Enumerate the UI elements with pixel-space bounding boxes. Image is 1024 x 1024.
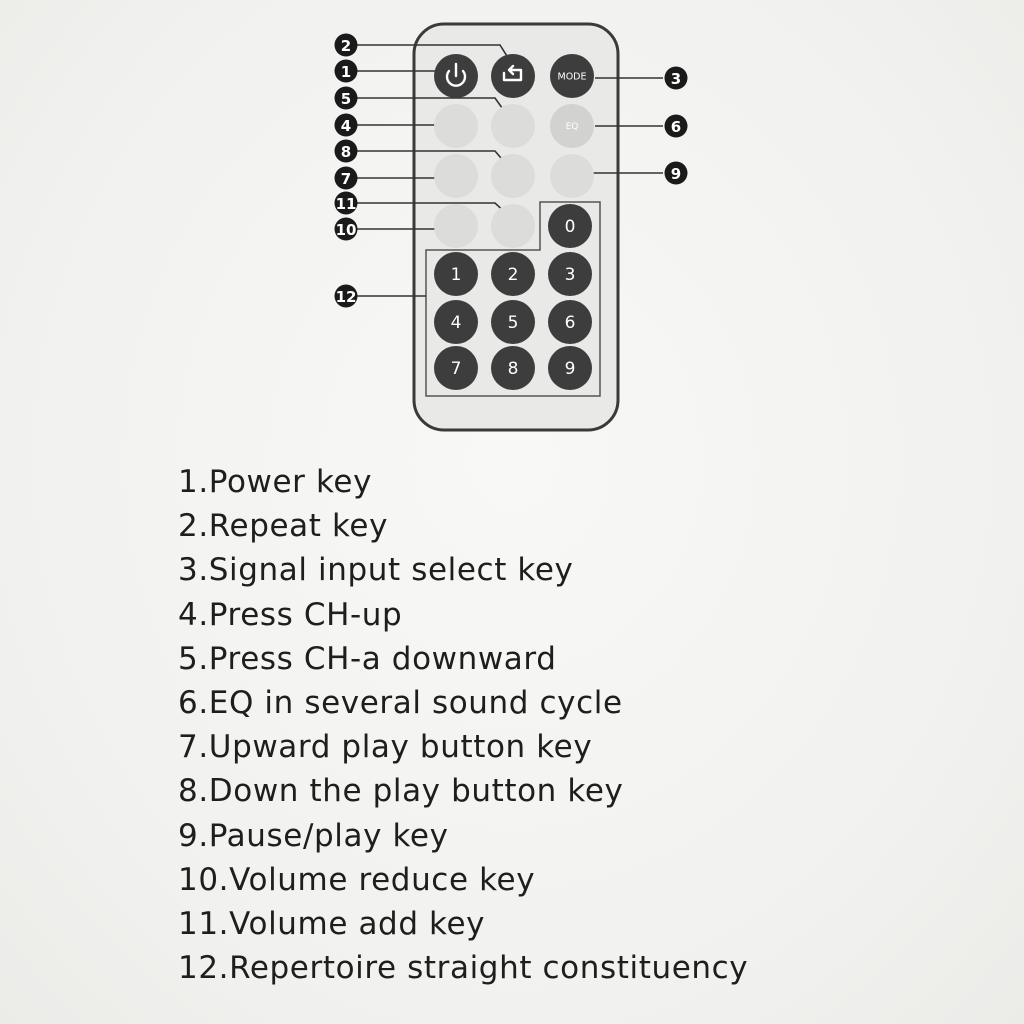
callout-6-number: 6 [671, 118, 681, 136]
callout-11: 11 [334, 191, 358, 215]
eq-button[interactable]: EQ [550, 104, 594, 148]
numpad-key-6-label: 6 [565, 313, 576, 333]
numpad-key-2[interactable]: 2 [491, 252, 535, 296]
volume-up-button[interactable] [491, 204, 535, 248]
callout-3-number: 3 [671, 70, 681, 88]
numpad-key-1[interactable]: 1 [434, 252, 478, 296]
mode-button[interactable]: MODE [550, 54, 594, 98]
mode-button-label: MODE [558, 72, 587, 83]
volume-down-button[interactable] [434, 204, 478, 248]
legend-item-volume-reduce: 10.Volume reduce key [178, 861, 536, 898]
numpad-key-6[interactable]: 6 [548, 300, 592, 344]
legend-item-repertoire: 12.Repertoire straight constituency [178, 950, 749, 987]
legend-item-power: 1.Power key [178, 464, 373, 500]
callout-1: 1 [334, 59, 358, 83]
legend-item-eq: 6.EQ in several sound cycle [178, 684, 623, 721]
numpad-key-2-label: 2 [508, 265, 519, 285]
callout-4: 4 [334, 113, 358, 137]
numpad-key-3[interactable]: 3 [548, 252, 592, 296]
power-icon [445, 62, 467, 87]
legend-item-upward-play: 7.Upward play button key [178, 729, 593, 766]
numpad-key-0-label: 0 [565, 217, 576, 237]
callout-3: 3 [664, 66, 688, 90]
numpad-key-4-label: 4 [451, 313, 462, 333]
callout-1-number: 1 [341, 63, 351, 81]
numpad-key-0[interactable]: 0 [548, 204, 592, 248]
callout-9: 9 [664, 161, 688, 185]
legend-item-down-play: 8.Down the play button key [178, 773, 624, 810]
numpad-frame [425, 201, 601, 397]
callout-2-number: 2 [341, 37, 351, 55]
play-pause-button[interactable] [550, 154, 594, 198]
numpad-key-7[interactable]: 7 [434, 346, 478, 390]
callout-10: 10 [334, 217, 358, 241]
callout-2: 2 [334, 33, 358, 57]
callout-8-number: 8 [341, 143, 351, 161]
callout-4-number: 4 [341, 117, 351, 135]
power-button[interactable] [434, 54, 478, 98]
legend-item-ch-down: 5.Press CH-a downward [178, 640, 557, 677]
callout-5-number: 5 [341, 90, 351, 108]
eq-button-label: EQ [566, 122, 579, 132]
numpad-key-9[interactable]: 9 [548, 346, 592, 390]
callout-10-number: 10 [336, 221, 357, 239]
numpad-key-5[interactable]: 5 [491, 300, 535, 344]
callout-7-number: 7 [341, 170, 351, 188]
legend-item-volume-add: 11.Volume add key [178, 905, 486, 942]
callout-9-number: 9 [671, 165, 681, 183]
callout-12: 12 [334, 284, 358, 308]
callout-12-number: 12 [336, 288, 357, 306]
numpad-key-8-label: 8 [508, 359, 519, 379]
legend-item-repeat: 2.Repeat key [178, 508, 389, 545]
numpad-key-1-label: 1 [451, 265, 462, 285]
numpad-key-8[interactable]: 8 [491, 346, 535, 390]
repeat-icon [502, 64, 523, 82]
ch-up-button[interactable] [434, 104, 478, 148]
legend-item-ch-up: 4.Press CH-up [178, 596, 403, 633]
previous-button[interactable] [434, 154, 478, 198]
numpad-key-5-label: 5 [508, 313, 519, 333]
legend-item-pause-play: 9.Pause/play key [178, 817, 449, 854]
callout-5: 5 [334, 86, 358, 110]
numpad-key-9-label: 9 [565, 359, 576, 379]
ch-down-button[interactable] [491, 104, 535, 148]
callout-6: 6 [664, 114, 688, 138]
key-legend: 1.Power key 2.Repeat key 3.Signal input … [178, 460, 998, 990]
numpad-key-4[interactable]: 4 [434, 300, 478, 344]
numpad-key-7-label: 7 [451, 359, 462, 379]
numpad-key-3-label: 3 [565, 265, 576, 285]
callout-8: 8 [334, 139, 358, 163]
legend-item-signal-input: 3.Signal input select key [178, 552, 574, 589]
next-button[interactable] [491, 154, 535, 198]
callout-11-number: 11 [336, 195, 357, 213]
repeat-button[interactable] [491, 54, 535, 98]
remote-diagram: MODE EQ 0 1 2 3 4 5 6 7 [334, 22, 688, 432]
callout-7: 7 [334, 166, 358, 190]
